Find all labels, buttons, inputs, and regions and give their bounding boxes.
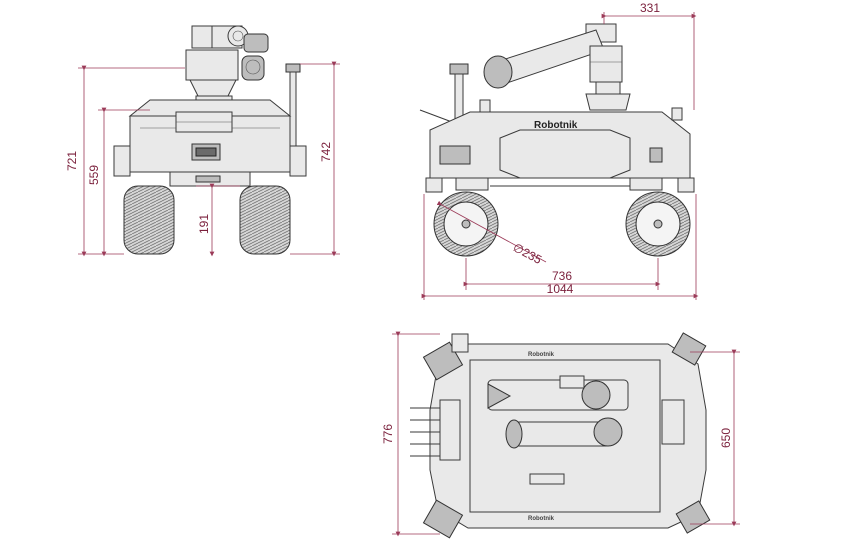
top-brand-bottom: Robotnik: [528, 516, 555, 522]
dim-235: ∅235: [511, 240, 545, 267]
dim-736: 736: [552, 269, 572, 283]
brand-logo: Robotnik: [534, 120, 578, 131]
side-wheels: [433, 191, 691, 257]
dim-742: 742: [319, 142, 333, 162]
top-arm: [487, 375, 629, 449]
top-view: Robotnik Robotnik: [381, 331, 740, 539]
front-wheels: [123, 185, 291, 255]
dim-191: 191: [197, 214, 211, 234]
dim-721: 721: [65, 151, 79, 171]
top-brand-top: Robotnik: [528, 352, 555, 358]
dim-776: 776: [381, 424, 395, 444]
front-arm: [185, 25, 269, 111]
side-body: Robotnik: [425, 99, 695, 193]
dim-559: 559: [87, 165, 101, 185]
front-dimensions: 721 559 191 742: [65, 61, 340, 257]
side-view: Robotnik 331: [419, 1, 699, 300]
top-dimensions: 776 650: [381, 331, 740, 537]
dim-331: 331: [640, 1, 660, 15]
dim-650: 650: [719, 428, 733, 448]
side-mast: [419, 63, 469, 131]
top-connectors: [410, 399, 461, 461]
front-view: 721 559 191 742: [65, 25, 340, 257]
front-body: [113, 99, 307, 187]
dim-1044: 1044: [547, 282, 574, 296]
side-arm: [483, 23, 631, 111]
